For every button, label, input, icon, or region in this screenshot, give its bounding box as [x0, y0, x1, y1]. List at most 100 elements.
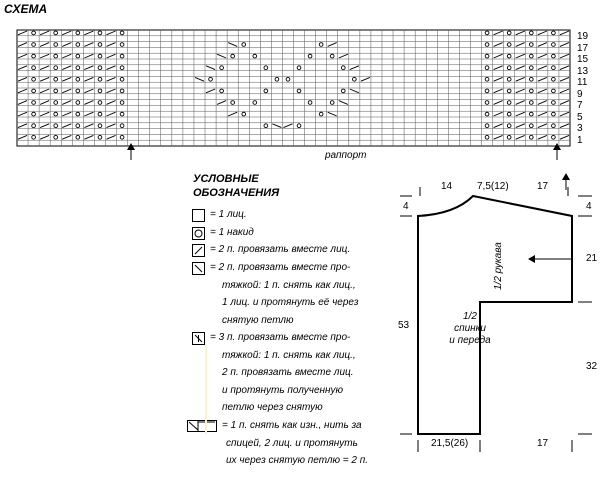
- right-decrease-mark: [39, 30, 50, 36]
- right-decrease-mark: [62, 53, 72, 59]
- legend-text-line: петлю через снятую: [222, 402, 323, 413]
- faded-bracket: [205, 344, 221, 434]
- yarn-over-mark: [53, 111, 59, 117]
- yarn-over-mark: [119, 88, 125, 94]
- legend-title-line-2: ОБОЗНАЧЕНИЯ: [193, 187, 280, 199]
- right-decrease-mark: [106, 53, 116, 59]
- right-decrease-mark: [537, 53, 548, 59]
- circle-yarn-over-icon: [192, 227, 205, 240]
- right-decrease-mark: [559, 88, 570, 94]
- top-left-width: 14: [441, 181, 453, 192]
- right-decrease-mark: [17, 42, 28, 47]
- yarn-over-mark: [506, 30, 512, 36]
- yarn-over-mark: [528, 42, 534, 47]
- right-decrease-mark: [537, 88, 548, 94]
- yarn-over-mark: [119, 53, 125, 59]
- right-decrease-mark: [62, 65, 72, 71]
- right-decrease-mark: [559, 42, 570, 47]
- right-decrease-mark: [39, 76, 50, 82]
- yarn-over-mark: [528, 134, 534, 140]
- yarn-over-mark: [208, 76, 213, 82]
- right-decrease-mark: [537, 134, 548, 140]
- yarn-over-mark: [551, 88, 556, 94]
- left-decrease-mark: [272, 123, 282, 129]
- garment-pattern: [400, 173, 592, 452]
- legend-text-line: = 2 п. провязать вместе лиц.: [210, 244, 351, 255]
- yarn-over-mark: [75, 53, 81, 59]
- yarn-over-mark: [484, 30, 490, 36]
- yarn-over-mark: [506, 134, 512, 140]
- yarn-over-mark: [506, 42, 512, 47]
- right-decrease-mark: [17, 30, 28, 36]
- legend-text-line: снятую петлю: [222, 314, 294, 326]
- right-decrease-mark: [515, 30, 525, 36]
- right-decrease-mark: [216, 100, 227, 105]
- right-decrease-mark: [106, 123, 116, 129]
- right-decrease-mark: [493, 111, 503, 117]
- right-decrease-mark: [106, 30, 116, 36]
- right-decrease-mark: [515, 100, 525, 105]
- body-label-fraction: 1/2: [463, 311, 477, 322]
- yarn-over-mark: [318, 42, 324, 47]
- yarn-over-mark: [551, 65, 556, 71]
- yarn-over-mark: [528, 53, 534, 59]
- right-decrease-mark: [537, 111, 548, 117]
- right-decrease-mark: [62, 30, 72, 36]
- yarn-over-mark: [31, 76, 36, 82]
- yarn-over-mark: [528, 100, 534, 105]
- right-decrease-mark: [559, 111, 570, 117]
- yarn-over-mark: [31, 123, 36, 129]
- yarn-over-mark: [31, 111, 36, 117]
- sleeve-label: 1/2 рукава: [493, 242, 504, 290]
- right-decrease-mark: [39, 88, 50, 94]
- legend-text-line: тяжкой: 1 п. снять как лиц.,: [222, 279, 356, 291]
- repeat-label: раппорт: [325, 150, 367, 161]
- yarn-over-mark: [484, 134, 490, 140]
- yarn-over-mark: [97, 111, 103, 117]
- yarn-over-mark: [484, 88, 490, 94]
- chart-title: СХЕМА: [4, 2, 48, 16]
- row-number: 17: [577, 42, 589, 54]
- legend-text-line: = 1 п. снять как изн., нить за: [222, 420, 362, 431]
- left-decrease-mark: [338, 100, 348, 105]
- yarn-over-mark: [119, 123, 125, 129]
- body-height: 32: [586, 361, 598, 372]
- right-decrease-mark: [84, 134, 94, 140]
- body-label-front: и переда: [449, 335, 491, 346]
- legend-text-line: = 1 накид: [210, 227, 254, 238]
- repeat-end-arrowhead: [553, 143, 561, 150]
- right-decrease-mark: [84, 30, 94, 36]
- yarn-over-mark: [484, 76, 490, 82]
- right-decrease-mark: [39, 111, 50, 117]
- row-number: 13: [577, 65, 589, 77]
- right-decrease-mark: [62, 134, 72, 140]
- right-decrease-mark: [515, 88, 525, 94]
- row-number: 5: [577, 111, 583, 123]
- right-decrease-mark: [338, 53, 348, 59]
- yarn-over-mark: [97, 53, 103, 59]
- yarn-over-mark: [528, 123, 534, 129]
- yarn-over-mark: [352, 76, 357, 82]
- yarn-over-mark: [274, 76, 280, 82]
- total-height: 53: [398, 320, 410, 331]
- cable-cross-icon: [187, 420, 217, 432]
- neck-width: 7,5(12): [477, 181, 509, 192]
- right-decrease-mark: [39, 65, 50, 71]
- right-decrease-mark: [106, 111, 116, 117]
- yarn-over-mark: [219, 88, 224, 94]
- yarn-over-mark: [97, 123, 103, 129]
- right-decrease-mark: [349, 65, 360, 71]
- right-decrease-mark: [39, 100, 50, 105]
- legend-title: УСЛОВНЫЕ ОБОЗНАЧЕНИЯ: [193, 172, 279, 200]
- top-right-width: 17: [537, 181, 549, 192]
- right-decrease-mark: [537, 30, 548, 36]
- row-number: 11: [577, 77, 588, 88]
- right-decrease-mark: [559, 100, 570, 105]
- right-decrease-mark: [515, 65, 525, 71]
- left-decrease-mark: [349, 88, 360, 94]
- right-decrease-mark: [283, 123, 293, 129]
- right-decrease-mark: [515, 42, 525, 47]
- right-decrease-mark: [84, 111, 94, 117]
- bottom-width: 21,5(26): [431, 438, 469, 449]
- yarn-over-mark: [506, 111, 512, 117]
